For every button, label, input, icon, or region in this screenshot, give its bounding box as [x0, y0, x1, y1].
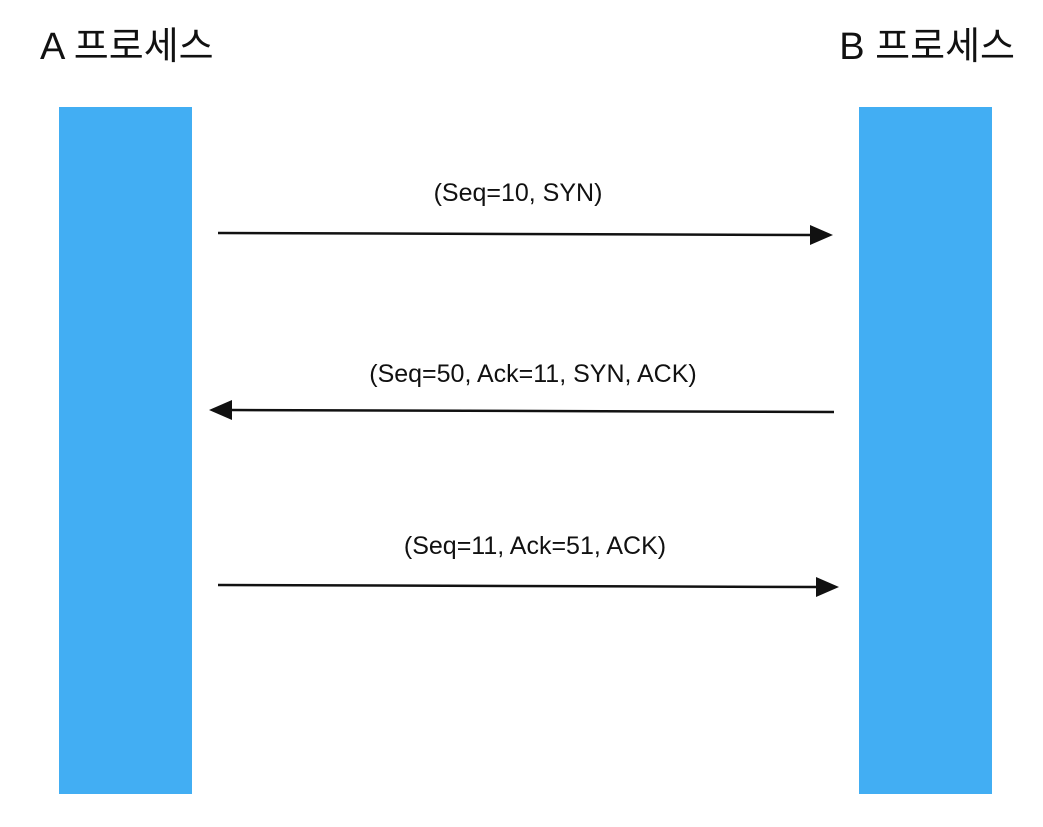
process-b-lifeline — [859, 107, 992, 794]
message-2-label: (Seq=50, Ack=11, SYN, ACK) — [369, 360, 697, 388]
message-3-arrow — [217, 577, 839, 597]
process-a-lifeline — [59, 107, 192, 794]
message-3-label: (Seq=11, Ack=51, ACK) — [403, 532, 667, 560]
message-1-arrow — [217, 225, 833, 245]
process-b-title: B 프로세스 — [839, 26, 1015, 68]
process-a-title: A 프로세스 — [40, 26, 214, 68]
message-1-label: (Seq=10, SYN) — [433, 179, 603, 207]
message-2-arrow — [209, 400, 835, 420]
